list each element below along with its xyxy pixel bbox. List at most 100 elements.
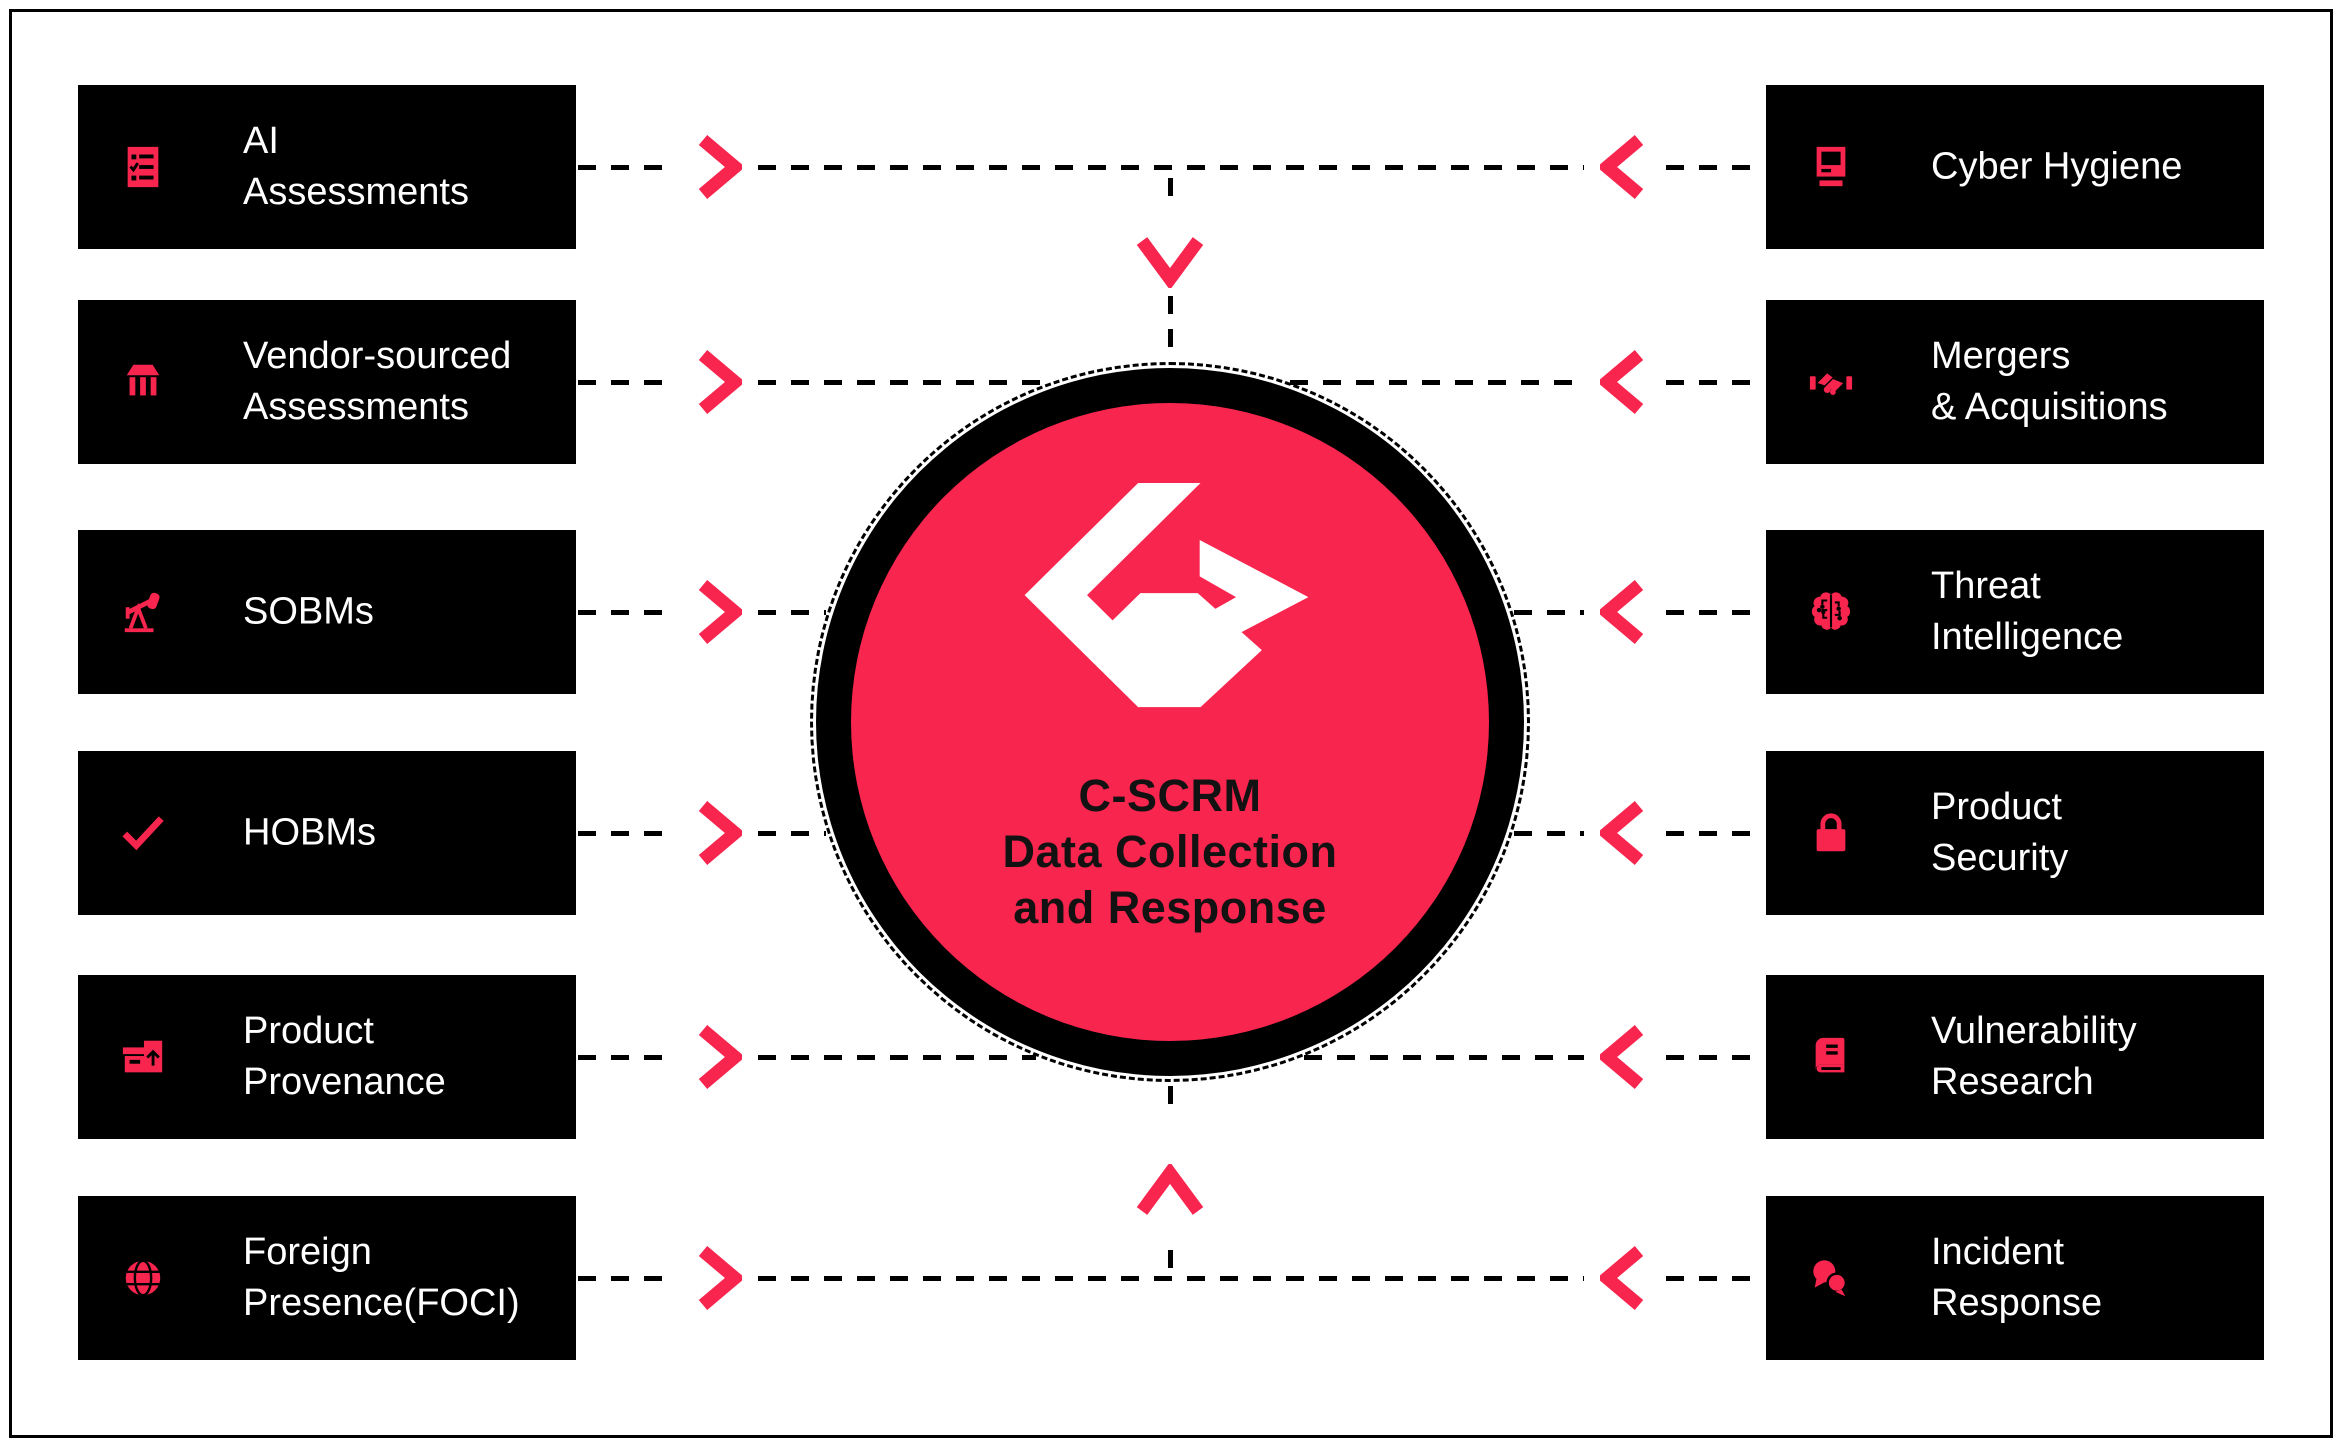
hub-title-line: Data Collection	[1002, 826, 1338, 877]
category-label-line: HOBMs	[243, 811, 376, 854]
flow-left-chevron-icon	[1600, 800, 1646, 866]
flow-right-chevron-icon	[696, 579, 742, 645]
lock-icon	[1808, 810, 1854, 856]
connector-dashed-line	[1666, 164, 1764, 170]
category-label: AI Assessments	[243, 116, 469, 218]
connector-dashed-line	[578, 609, 676, 615]
flow-left-chevron-icon	[1600, 1024, 1646, 1090]
pumpjack-icon	[120, 589, 166, 635]
category-label-line: Intelligence	[1931, 616, 2124, 658]
connector-dashed-line	[1666, 1275, 1764, 1281]
hub-dashed-outline	[810, 362, 1530, 1082]
connector-dashed-line	[758, 609, 826, 615]
connector-dashed-line	[1168, 1250, 1173, 1274]
category-label-line: SOBMs	[243, 590, 374, 633]
connector-dashed-line	[1514, 609, 1584, 615]
category-box: HOBMs	[78, 751, 576, 915]
brain-circuit-icon	[1808, 589, 1854, 635]
category-label-line: Assessments	[243, 171, 469, 213]
category-label-line: Research	[1931, 1061, 2094, 1103]
category-label-line: Product	[1931, 786, 2062, 828]
category-label-line: & Acquisitions	[1931, 386, 2168, 428]
category-label: HOBMs	[243, 808, 376, 859]
connector-dashed-line	[1168, 178, 1173, 202]
category-label-line: Mergers	[1931, 335, 2071, 377]
category-label: Cyber Hygiene	[1931, 142, 2182, 193]
category-label-line: Cyber Hygiene	[1931, 145, 2183, 188]
hub-title-line: and Response	[1013, 882, 1327, 933]
outer-border	[9, 9, 2333, 1438]
computer-icon	[1808, 144, 1854, 190]
category-label-line: Response	[1931, 1282, 2103, 1324]
checklist-icon	[120, 144, 166, 190]
connector-dashed-line	[758, 1275, 1584, 1281]
connector-dashed-line	[1168, 1086, 1173, 1118]
category-label-line: AI	[243, 120, 279, 162]
flow-right-chevron-icon	[696, 349, 742, 415]
flow-right-chevron-icon	[696, 1245, 742, 1311]
flow-down-chevron-icon	[1136, 234, 1204, 288]
category-label-line: Provenance	[243, 1061, 446, 1103]
fortress-chevrons-logo-icon	[1023, 483, 1310, 710]
category-label: Mergers & Acquisitions	[1931, 331, 2168, 433]
flow-right-chevron-icon	[696, 800, 742, 866]
connector-dashed-line	[1290, 379, 1584, 385]
chat-bubbles-icon	[1808, 1255, 1854, 1301]
package-icon	[120, 1034, 166, 1080]
flow-up-chevron-icon	[1136, 1164, 1204, 1218]
connector-dashed-line	[758, 164, 1584, 170]
category-label-line: Incident	[1931, 1231, 2065, 1273]
connector-dashed-line	[1666, 609, 1764, 615]
connector-dashed-line	[578, 1275, 676, 1281]
connector-dashed-line	[758, 830, 826, 836]
hub-title-line: C-SCRM	[1078, 770, 1262, 821]
checkmark-icon	[120, 810, 166, 856]
flow-left-chevron-icon	[1600, 1245, 1646, 1311]
connector-dashed-line	[578, 164, 676, 170]
category-box: AI Assessments	[78, 85, 576, 249]
category-label-line: Assessments	[243, 386, 469, 428]
category-box: Mergers & Acquisitions	[1766, 300, 2264, 464]
category-box: Cyber Hygiene	[1766, 85, 2264, 249]
category-box: SOBMs	[78, 530, 576, 694]
category-label-line: Presence(FOCI)	[243, 1282, 520, 1324]
category-label-line: Vendor-sourced	[243, 335, 512, 377]
connector-dashed-line	[1168, 296, 1173, 358]
connector-dashed-line	[1666, 1054, 1764, 1060]
connector-dashed-line	[758, 1054, 1036, 1060]
category-label-line: Threat	[1931, 565, 2041, 607]
globe-icon	[120, 1255, 166, 1301]
connector-dashed-line	[1514, 830, 1584, 836]
category-label-line: Vulnerability	[1931, 1010, 2137, 1052]
connector-dashed-line	[578, 379, 676, 385]
category-label-line: Security	[1931, 837, 2069, 879]
connector-dashed-line	[1666, 379, 1764, 385]
flow-right-chevron-icon	[696, 1024, 742, 1090]
book-icon	[1808, 1034, 1854, 1080]
flow-left-chevron-icon	[1600, 134, 1646, 200]
category-label-line: Product	[243, 1010, 374, 1052]
storefront-icon	[120, 359, 166, 405]
connector-dashed-line	[758, 379, 1050, 385]
connector-dashed-line	[578, 1054, 676, 1060]
handshake-icon	[1808, 359, 1854, 405]
flow-right-chevron-icon	[696, 134, 742, 200]
connector-dashed-line	[1304, 1054, 1584, 1060]
flow-left-chevron-icon	[1600, 349, 1646, 415]
connector-dashed-line	[578, 830, 676, 836]
